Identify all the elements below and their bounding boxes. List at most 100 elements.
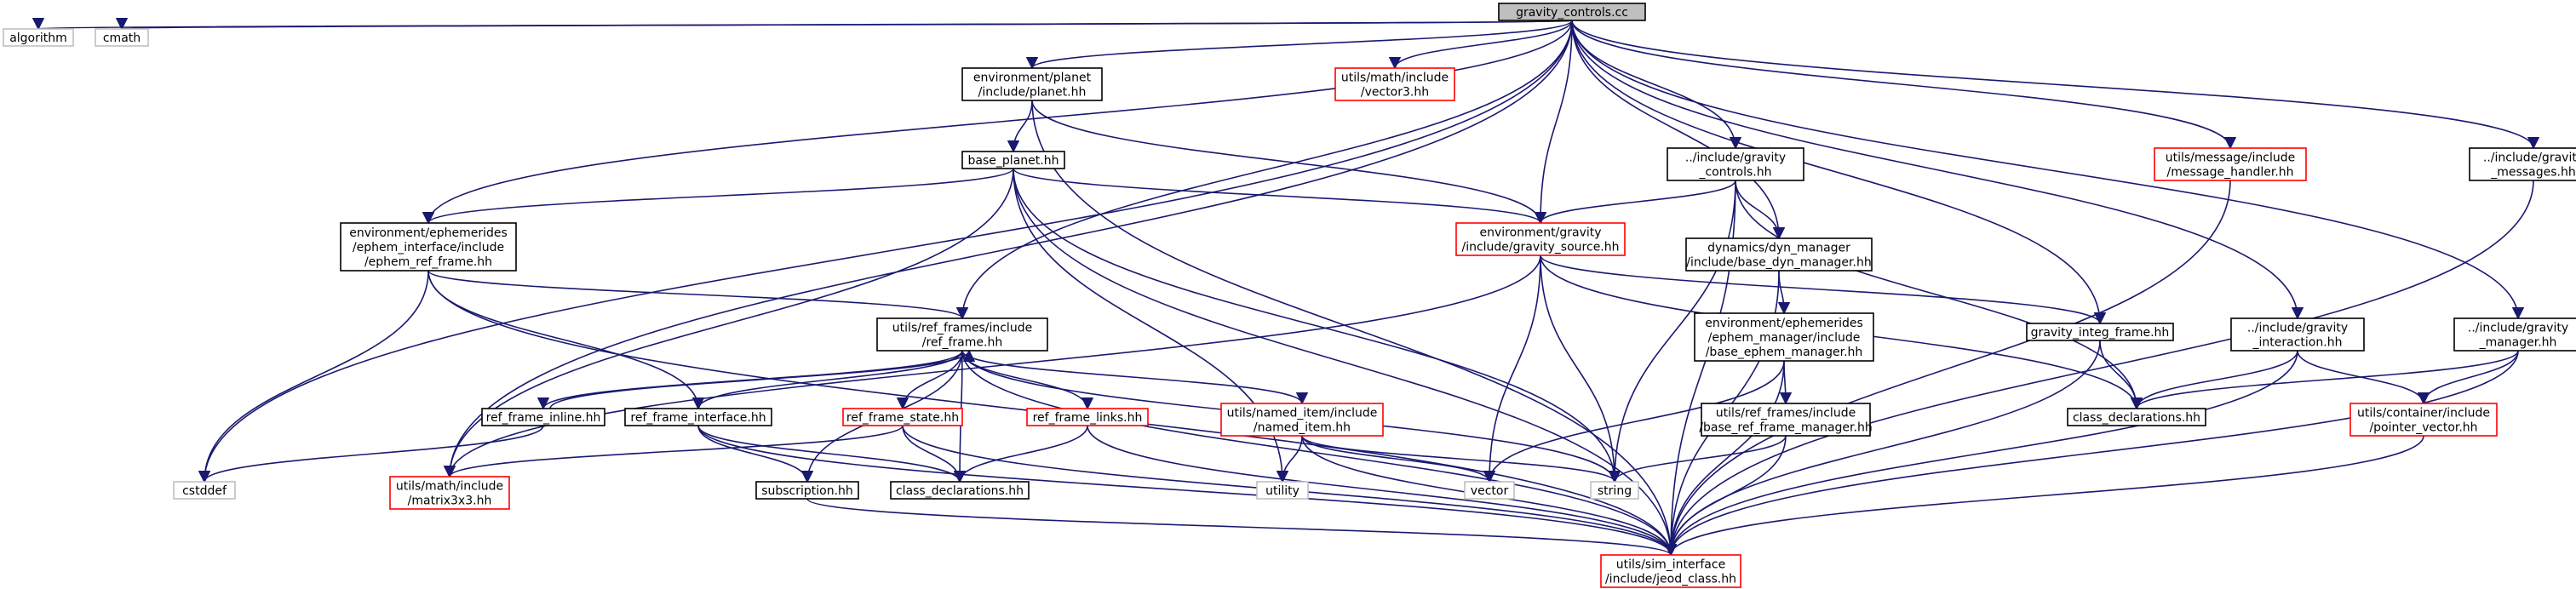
edge-baseephem-to-jeod bbox=[1664, 360, 1785, 557]
node-label-vector-0: vector bbox=[1471, 484, 1509, 498]
edge-refframe-to-rfiface bbox=[691, 350, 963, 410]
node-rfstate[interactable]: ref_frame_state.hh bbox=[842, 408, 963, 426]
node-label-ephemref-0: environment/ephemerides bbox=[349, 226, 508, 240]
edge-gsrc-to-ginteg bbox=[1540, 254, 2106, 325]
node-box-ginteg bbox=[2026, 323, 2174, 341]
node-box-gsrc bbox=[1455, 222, 1626, 256]
node-label-msghandler-1: /message_handler.hh bbox=[2166, 166, 2293, 180]
node-classdecl2[interactable]: class_declarations.hh bbox=[2067, 408, 2206, 426]
edge-ginter-to-jeod bbox=[1664, 350, 2298, 557]
node-root[interactable]: gravity_controls.cc bbox=[1498, 3, 1646, 21]
edge-root-to-vector3 bbox=[1388, 20, 1573, 70]
node-baseplanet[interactable]: base_planet.hh bbox=[961, 151, 1065, 169]
node-gsrc[interactable]: environment/gravity/include/gravity_sour… bbox=[1455, 222, 1626, 256]
node-gmgr[interactable]: ../include/gravity_manager.hh bbox=[2453, 317, 2576, 352]
edge-root-to-ephemref bbox=[422, 20, 1573, 225]
node-matrix[interactable]: utils/math/include/matrix3x3.hh bbox=[389, 476, 510, 510]
edge-root-to-basedyn bbox=[1571, 20, 1786, 240]
node-utility: utility bbox=[1256, 481, 1309, 500]
node-label-gsrc-1: /include/gravity_source.hh bbox=[1461, 241, 1619, 254]
edge-rfiface-to-subscr bbox=[697, 425, 814, 483]
node-refframe[interactable]: utils/ref_frames/include/ref_frame.hh bbox=[876, 317, 1048, 352]
node-vector3[interactable]: utils/math/include/vector3.hh bbox=[1334, 67, 1455, 101]
node-rflinks[interactable]: ref_frame_links.hh bbox=[1026, 408, 1149, 426]
node-label-jeod-1: /include/jeod_class.hh bbox=[1605, 573, 1736, 586]
node-box-gmsg bbox=[2469, 147, 2576, 181]
node-label-cstddef-0: cstddef bbox=[182, 484, 227, 498]
node-ptrvec[interactable]: utils/container/include/pointer_vector.h… bbox=[2349, 403, 2498, 437]
edge-refframe-to-rflinks bbox=[961, 350, 1094, 410]
edge-root-to-ginter bbox=[1571, 20, 2304, 320]
edge-baseephem-to-vector bbox=[1483, 360, 1785, 483]
node-box-jeod bbox=[1600, 554, 1741, 588]
edge-rfinline-to-cstddef bbox=[198, 425, 544, 483]
edge-nameditem-to-utility bbox=[1276, 435, 1303, 483]
node-box-vector bbox=[1464, 481, 1515, 500]
node-box-string bbox=[1590, 481, 1639, 500]
node-box-gctl bbox=[1667, 147, 1804, 181]
node-basedyn[interactable]: dynamics/dyn_manager/include/base_dyn_ma… bbox=[1685, 237, 1873, 272]
edge-gctl-to-classdecl2 bbox=[1735, 180, 2143, 410]
node-box-classdecl2 bbox=[2067, 408, 2206, 426]
node-box-algorithm bbox=[3, 28, 74, 47]
node-label-refframe-1: /ref_frame.hh bbox=[922, 336, 1002, 350]
node-label-ptrvec-1: /pointer_vector.hh bbox=[2369, 421, 2477, 435]
node-label-basedyn-1: /include/base_dyn_manager.hh bbox=[1686, 256, 1871, 270]
node-baseephem[interactable]: environment/ephemerides/ephem_manager/in… bbox=[1694, 312, 1874, 362]
edge-gsrc-to-vector bbox=[1483, 254, 1541, 483]
node-jeod[interactable]: utils/sim_interface/include/jeod_class.h… bbox=[1600, 554, 1741, 588]
edge-baseplanet-to-jeod bbox=[1013, 168, 1678, 557]
node-planet[interactable]: environment/planet/include/planet.hh bbox=[961, 67, 1103, 101]
node-box-nameditem bbox=[1220, 403, 1384, 437]
node-box-gmgr bbox=[2453, 317, 2576, 352]
edge-baseplanet-to-string bbox=[1013, 168, 1621, 483]
edge-subscr-to-jeod bbox=[806, 498, 1677, 557]
node-gmsg[interactable]: ../include/gravity_messages.hh bbox=[2469, 147, 2576, 181]
edge-msghandler-to-jeod bbox=[1664, 180, 2231, 557]
node-label-jeod-0: utils/sim_interface bbox=[1616, 558, 1725, 572]
node-subscr[interactable]: subscription.hh bbox=[755, 481, 859, 500]
node-rfiface[interactable]: ref_frame_interface.hh bbox=[624, 408, 772, 426]
node-label-baseephem-0: environment/ephemerides bbox=[1705, 317, 1863, 330]
edge-root-to-gsrc bbox=[1534, 20, 1573, 225]
node-label-cmath-0: cmath bbox=[103, 31, 141, 45]
node-baserf[interactable]: utils/ref_frames/include/base_ref_frame_… bbox=[1699, 403, 1873, 437]
node-label-gctl-1: _controls.hh bbox=[1698, 166, 1771, 180]
node-box-baserf bbox=[1701, 403, 1871, 437]
edge-root-to-refframe bbox=[955, 20, 1573, 320]
node-cstddef: cstddef bbox=[173, 481, 236, 500]
edge-basedyn-to-baseephem bbox=[1777, 270, 1791, 315]
node-ephemref[interactable]: environment/ephemerides/ephem_interface/… bbox=[340, 222, 517, 272]
node-label-gsrc-0: environment/gravity bbox=[1479, 226, 1601, 240]
node-label-ginter-0: ../include/gravity bbox=[2247, 322, 2348, 335]
node-label-nameditem-0: utils/named_item/include bbox=[1227, 407, 1378, 420]
node-label-ptrvec-0: utils/container/include bbox=[2357, 407, 2490, 420]
node-label-refframe-0: utils/ref_frames/include bbox=[892, 322, 1032, 335]
node-ginter[interactable]: ../include/gravity_interaction.hh bbox=[2230, 317, 2365, 352]
node-box-ptrvec bbox=[2349, 403, 2498, 437]
edge-nameditem-to-string bbox=[1301, 435, 1621, 483]
node-box-vector3 bbox=[1334, 67, 1455, 101]
edge-refframe-to-rfstate bbox=[896, 350, 963, 410]
node-box-planet bbox=[961, 67, 1103, 101]
node-label-planet-1: /include/planet.hh bbox=[978, 86, 1087, 100]
edge-baseplanet-to-ephemref bbox=[422, 168, 1014, 225]
node-ginteg[interactable]: gravity_integ_frame.hh bbox=[2026, 323, 2174, 341]
node-nameditem[interactable]: utils/named_item/include/named_item.hh bbox=[1220, 403, 1384, 437]
node-gctl[interactable]: ../include/gravity_controls.hh bbox=[1667, 147, 1804, 181]
edge-gsrc-to-matrix bbox=[443, 254, 1541, 478]
node-label-baseplanet-0: base_planet.hh bbox=[968, 154, 1059, 168]
node-msghandler[interactable]: utils/message/include/message_handler.hh bbox=[2154, 147, 2307, 181]
edge-rfiface-to-jeod bbox=[697, 425, 1678, 557]
node-classdecl1[interactable]: class_declarations.hh bbox=[890, 481, 1030, 500]
node-box-basedyn bbox=[1685, 237, 1873, 272]
node-label-gctl-0: ../include/gravity bbox=[1685, 152, 1786, 165]
node-label-vector3-1: /vector3.hh bbox=[1361, 86, 1429, 100]
node-box-cmath bbox=[95, 28, 149, 47]
edge-planet-to-gsrc bbox=[1031, 100, 1547, 225]
node-cmath: cmath bbox=[95, 28, 149, 47]
node-rfinline[interactable]: ref_frame_inline.hh bbox=[481, 408, 605, 426]
node-label-gmsg-0: ../include/gravity bbox=[2483, 152, 2576, 165]
node-box-rfstate bbox=[842, 408, 963, 426]
edge-ginter-to-classdecl2 bbox=[2130, 350, 2298, 410]
